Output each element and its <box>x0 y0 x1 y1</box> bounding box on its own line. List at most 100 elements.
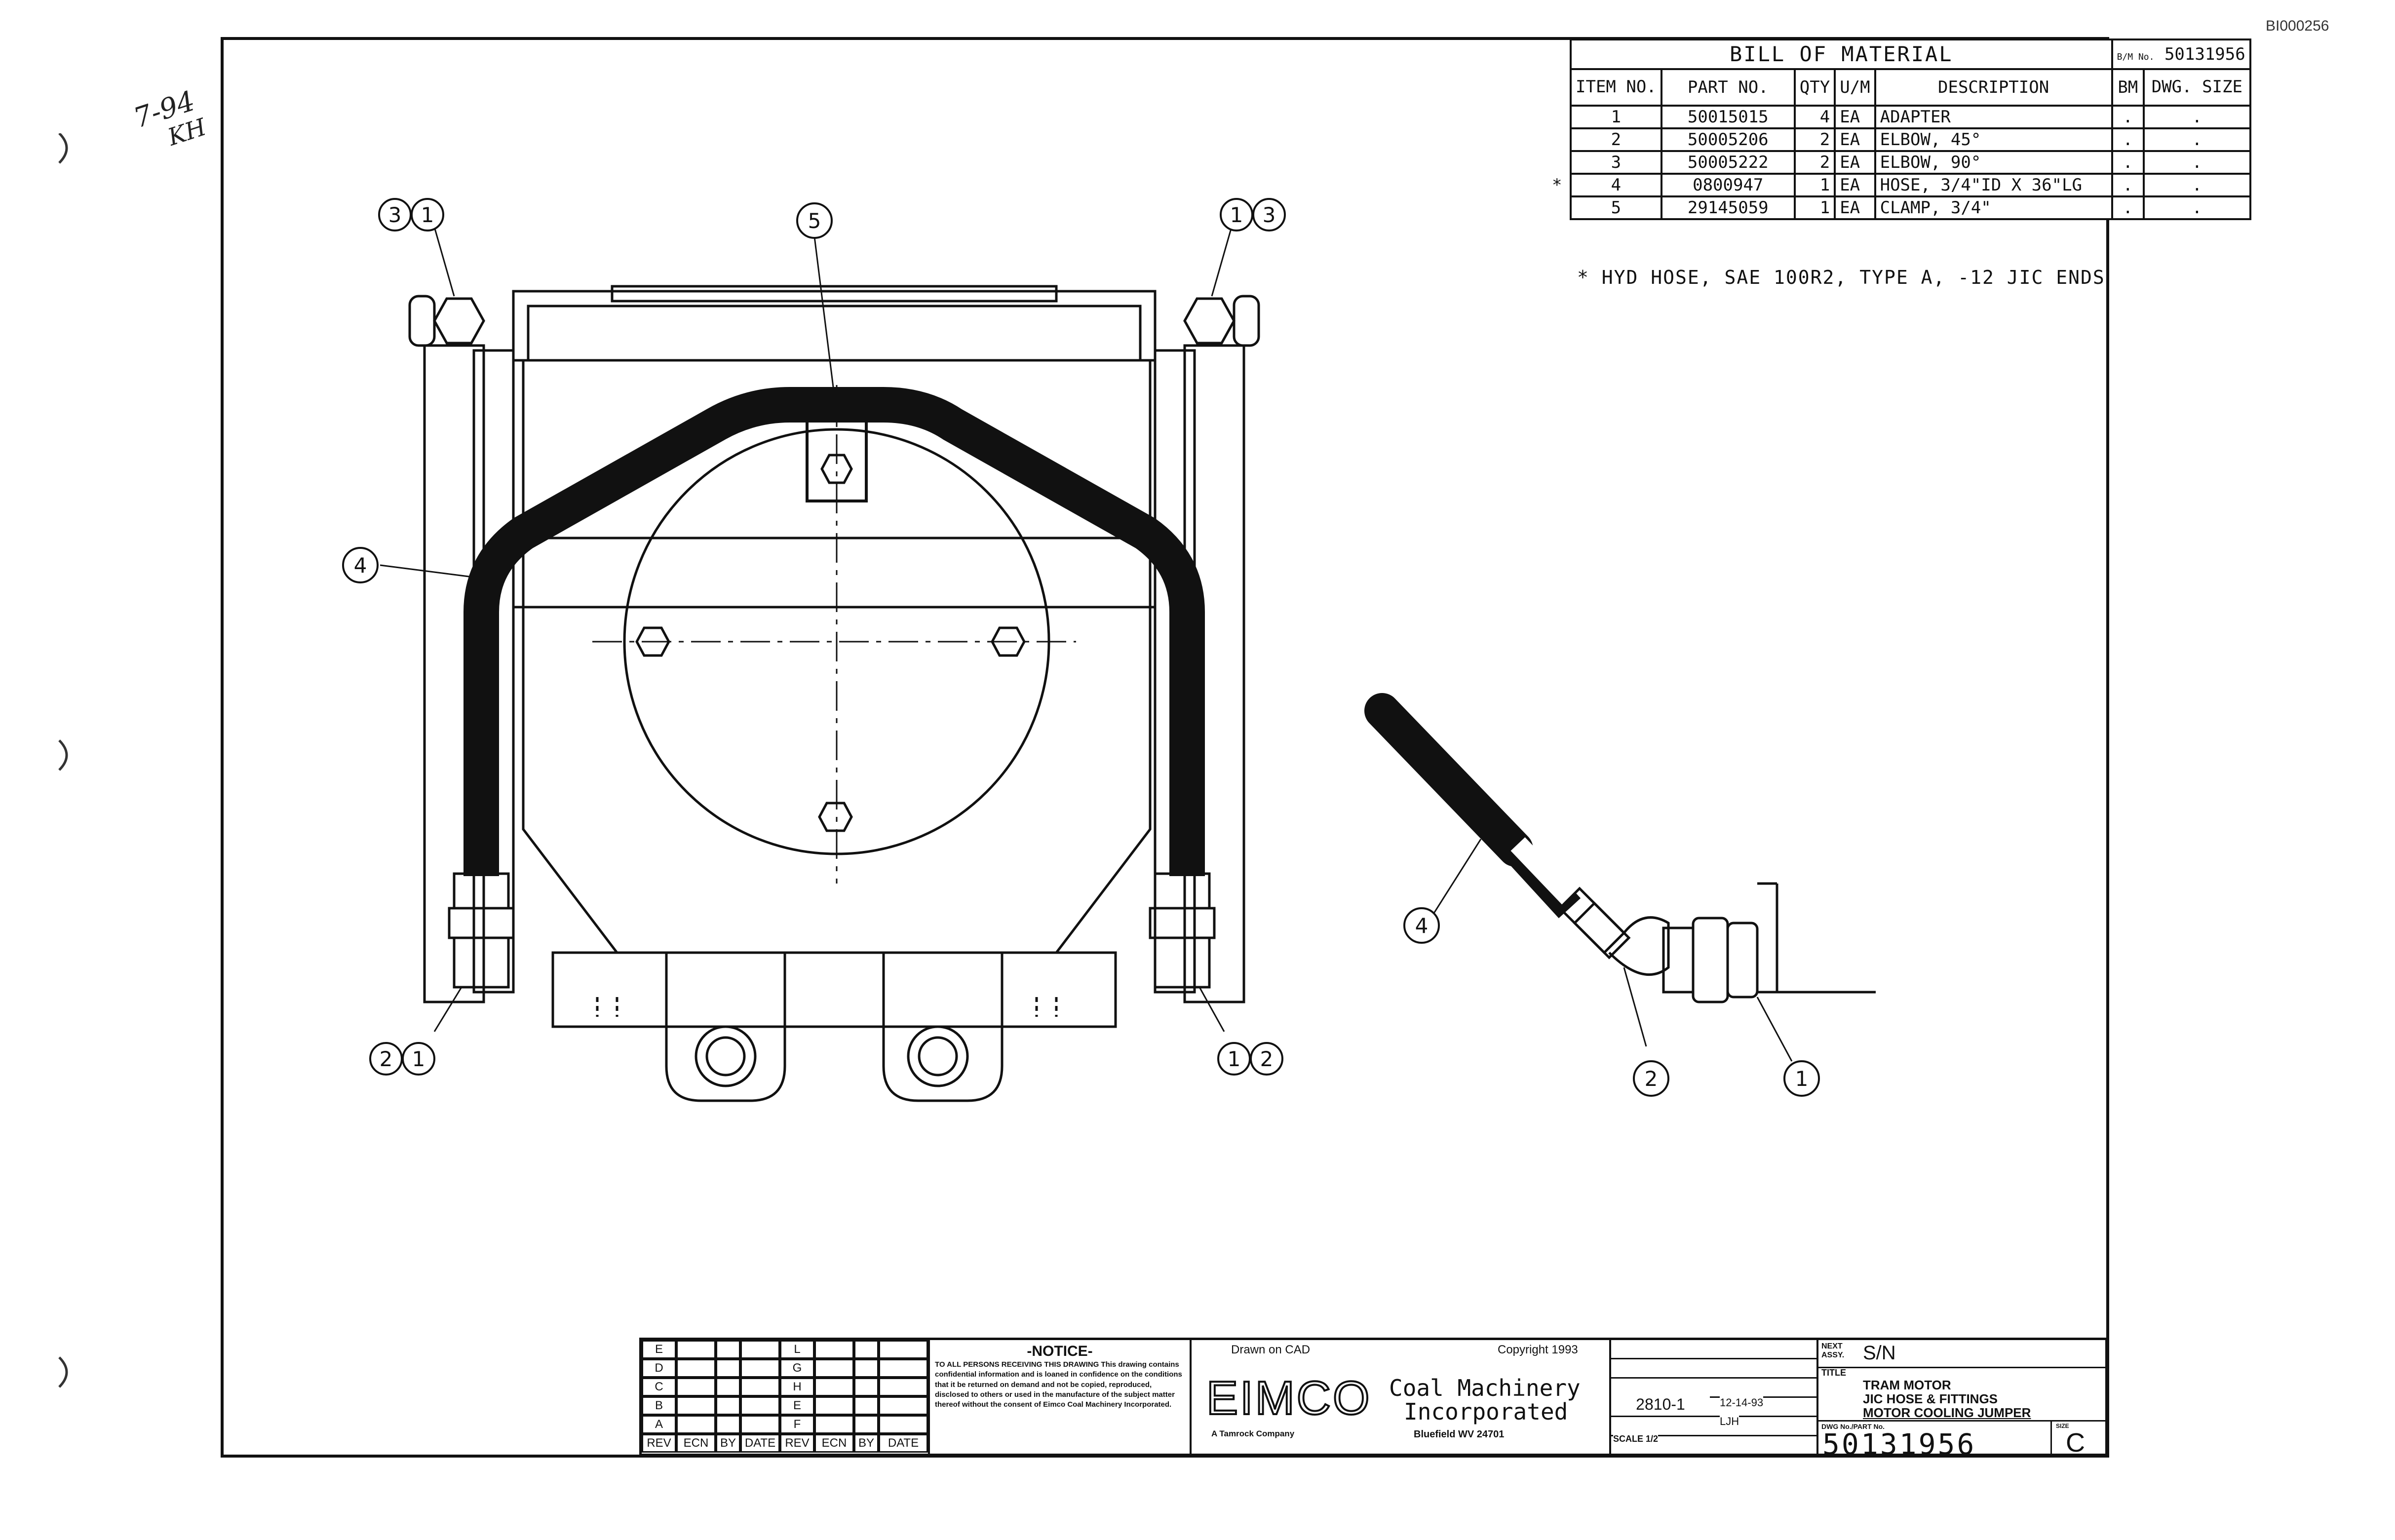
bom-size: . <box>2142 150 2251 175</box>
svg-text:4: 4 <box>1415 914 1429 938</box>
drawing-info-grid: 2810-1 12-14-93 LJH SCALE 1/2 <box>1609 1340 1818 1454</box>
document-id: BI000256 <box>2266 18 2329 34</box>
bom-part: 50005206 <box>1660 127 1796 152</box>
bom-item: 1 <box>1570 105 1662 129</box>
table-row: 5 29145059 1 EA CLAMP, 3/4" . . <box>1570 195 2251 220</box>
rev-letter: G <box>780 1359 814 1378</box>
drawing-number-row: DWG No./PART No. 50131956 <box>1818 1420 2050 1454</box>
svg-text:3: 3 <box>388 203 402 227</box>
bom-size: . <box>2142 127 2251 152</box>
bom-qty: 4 <box>1793 105 1836 129</box>
bom-item: 3 <box>1570 150 1662 175</box>
svg-text:1: 1 <box>421 203 434 227</box>
bom-header-bm: BM <box>2111 68 2145 107</box>
title-line-2: JIC HOSE & FITTINGS <box>1863 1391 1998 1406</box>
bom-size: . <box>2142 195 2251 220</box>
svg-text:4: 4 <box>354 553 367 578</box>
balloon-3-top-right <box>1252 198 1286 231</box>
balloon-1-bottom-left <box>402 1042 435 1076</box>
rev-letter: L <box>780 1340 814 1359</box>
notice-box: -NOTICE- TO ALL PERSONS RECEIVING THIS D… <box>928 1340 1190 1454</box>
sheet-size: C <box>2066 1428 2085 1454</box>
company-block: Drawn on CAD Copyright 1993 EIMCO Coal M… <box>1190 1340 1611 1454</box>
title-line-1: TRAM MOTOR <box>1863 1378 1951 1392</box>
svg-text:2: 2 <box>1645 1067 1658 1091</box>
svg-text:2: 2 <box>1260 1047 1274 1071</box>
rev-letter: C <box>642 1378 676 1396</box>
table-row: 1 50015015 4 EA ADAPTER . . <box>1570 105 2251 129</box>
drawn-by: LJH <box>1720 1415 1739 1428</box>
notice-title: -NOTICE- <box>1027 1343 1093 1359</box>
bom-bm: . <box>2111 195 2145 220</box>
table-row: 3 50005222 2 EA ELBOW, 90° . . <box>1570 150 2251 175</box>
company-location: Bluefield WV 24701 <box>1414 1429 1505 1440</box>
bom-bm: . <box>2111 150 2145 175</box>
bom-bm: . <box>2111 127 2145 152</box>
title-line-3: MOTOR COOLING JUMPER <box>1863 1405 2031 1420</box>
svg-text:2: 2 <box>380 1047 393 1071</box>
bom-header-desc: DESCRIPTION <box>1874 68 2113 107</box>
svg-text:5: 5 <box>808 209 821 233</box>
drawing-scale: SCALE 1/2 <box>1613 1434 1659 1444</box>
rev-letter: E <box>780 1396 814 1415</box>
balloon-labels: 3 1 1 3 5 4 2 1 1 2 4 2 1 <box>354 203 1809 1091</box>
balloon-4-front <box>342 547 379 583</box>
svg-text:1: 1 <box>1230 203 1243 227</box>
bill-of-material: BILL OF MATERIAL B/M No. 50131956 ITEM N… <box>1552 38 2251 220</box>
drawn-on-cad: Drawn on CAD <box>1231 1343 1311 1356</box>
bom-item: * 4 <box>1552 173 1662 197</box>
balloon-1-top-left <box>411 198 444 231</box>
bom-header-size: DWG. SIZE <box>2142 68 2251 107</box>
bom-header-um: U/M <box>1834 68 1876 107</box>
rev-header: DATE <box>740 1434 780 1453</box>
bom-qty: 1 <box>1793 195 1836 220</box>
bom-um: EA <box>1834 195 1876 220</box>
leader-lines <box>380 227 1793 1062</box>
next-assy-value: S/N <box>1863 1342 1896 1364</box>
drawing-number-small: 2810-1 <box>1611 1395 1710 1414</box>
svg-text:1: 1 <box>412 1047 425 1071</box>
bom-item: 5 <box>1570 195 1662 220</box>
bom-um: EA <box>1834 127 1876 152</box>
motor-front-view <box>408 285 1260 1102</box>
sheet-size-cell: SIZE C <box>2050 1420 2107 1454</box>
bom-desc: ELBOW, 90° <box>1874 150 2113 175</box>
bom-um: EA <box>1834 105 1876 129</box>
copyright: Copyright 1993 <box>1498 1343 1578 1356</box>
drawing-date: 12-14-93 <box>1720 1396 1764 1409</box>
hose-side-view <box>1364 693 1876 1003</box>
bom-um: EA <box>1834 173 1876 197</box>
svg-text:3: 3 <box>1263 203 1276 227</box>
table-row: * 4 0800947 1 EA HOSE, 3/4"ID X 36"LG . … <box>1552 173 2251 197</box>
balloon-5 <box>796 202 833 239</box>
bom-part: 50015015 <box>1660 105 1796 129</box>
title-label: TITLE <box>1821 1368 1846 1378</box>
rev-letter: H <box>780 1378 814 1396</box>
company-sub: A Tamrock Company <box>1211 1429 1295 1438</box>
bom-number-label: B/M No. <box>2117 52 2155 62</box>
rev-letter: B <box>642 1396 676 1415</box>
rev-header: BY <box>854 1434 879 1453</box>
bom-header-part: PART NO. <box>1660 68 1796 107</box>
bom-title: BILL OF MATERIAL <box>1570 38 2113 70</box>
svg-text:1: 1 <box>1228 1047 1241 1071</box>
bom-desc: ELBOW, 45° <box>1874 127 2113 152</box>
balloon-4-side <box>1403 907 1440 944</box>
footnote-hose-spec: * HYD HOSE, SAE 100R2, TYPE A, -12 JIC E… <box>1577 267 2105 288</box>
bom-desc: CLAMP, 3/4" <box>1874 195 2113 220</box>
rev-letter: D <box>642 1359 676 1378</box>
bom-part: 50005222 <box>1660 150 1796 175</box>
bom-part: 29145059 <box>1660 195 1796 220</box>
bom-size: . <box>2142 105 2251 129</box>
bom-header-qty: QTY <box>1793 68 1836 107</box>
size-label: SIZE <box>2056 1423 2069 1429</box>
hose-front-view <box>464 387 1205 876</box>
bom-item-number: 4 <box>1611 175 1622 195</box>
item-balloons <box>342 198 1820 1097</box>
rev-letter: A <box>642 1415 676 1434</box>
rev-letter: F <box>780 1415 814 1434</box>
rev-header: ECN <box>676 1434 716 1453</box>
bom-number: 50131956 <box>2164 44 2245 64</box>
